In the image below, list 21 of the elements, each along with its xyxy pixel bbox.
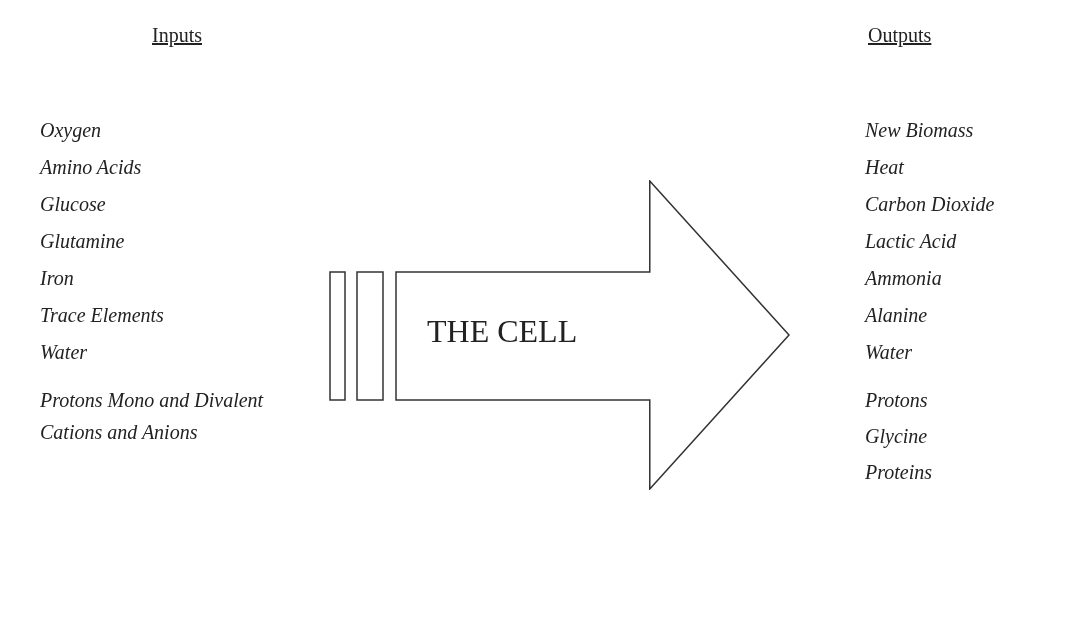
list-item: Alanine [865,303,928,328]
list-item: Glutamine [40,229,125,254]
list-item: Amino Acids [40,155,142,180]
column-heading: Outputs [868,24,932,47]
list-item: New Biomass [865,118,974,143]
column-heading: Inputs [152,24,202,47]
list-item: Water [40,340,88,365]
list-item: Ammonia [865,266,942,291]
list-item: Glycine [865,424,928,450]
list-item: Water [865,340,913,365]
list-item: Trace Elements [40,303,164,328]
list-item: Proteins [865,460,933,485]
list-item: Carbon Dioxide [865,192,995,217]
list-item: Glucose [40,192,106,217]
node-label: THE CELL [427,313,578,350]
list-item: Iron [40,266,74,291]
list-item: Protons Mono and Divalent Cations and Anions [40,388,265,445]
list-item: Oxygen [40,118,102,144]
list-item: Protons [865,388,928,413]
list-item: Heat [865,155,904,180]
list-item: Lactic Acid [865,229,957,254]
